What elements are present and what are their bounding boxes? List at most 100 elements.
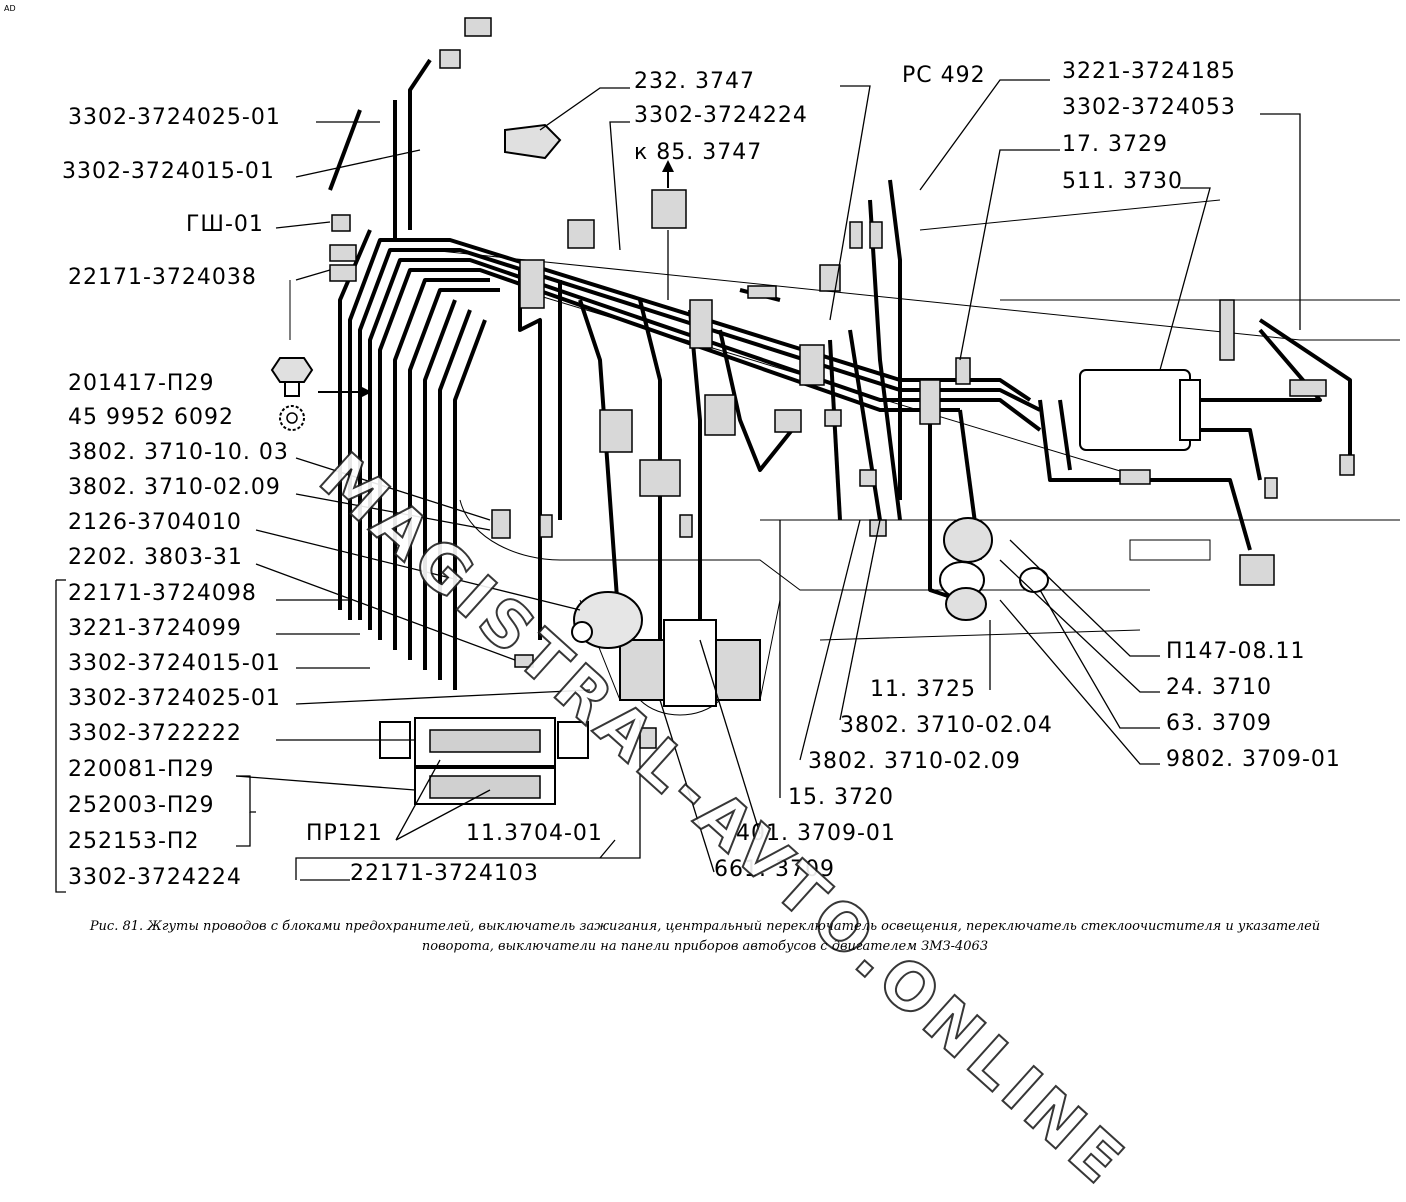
connector-24 xyxy=(651,189,687,229)
lamp-socket xyxy=(1019,567,1049,593)
label-gsh-01: ГШ-01 xyxy=(186,212,264,237)
leader-line-15 xyxy=(236,812,251,847)
connector-0 xyxy=(329,244,357,262)
wiper-motor xyxy=(1079,369,1191,451)
connector-22 xyxy=(955,357,971,385)
connector-6 xyxy=(514,654,534,668)
connector-19 xyxy=(1339,454,1355,476)
leader-line-18 xyxy=(295,720,641,880)
label-232-3747: 232. 3747 xyxy=(634,69,755,94)
label-3802-3710-02-09-bottom: 3802. 3710-02.09 xyxy=(808,749,1021,774)
leader-line-35 xyxy=(1260,113,1301,330)
leader-line-36 xyxy=(959,149,1060,361)
central-switch-body xyxy=(663,619,717,707)
label-201417-p29: 201417-П29 xyxy=(68,371,215,396)
connector-25 xyxy=(567,219,595,249)
connector-13 xyxy=(859,469,877,487)
label-3802-3710-02-09-left: 3802. 3710-02.09 xyxy=(68,475,281,500)
harness-wire-3 xyxy=(378,268,960,640)
leader-line-13 xyxy=(235,775,416,791)
label-2202-3803-31: 2202. 3803-31 xyxy=(68,545,243,570)
leader-line-16 xyxy=(55,580,66,893)
connector-32 xyxy=(439,49,461,69)
connector-2 xyxy=(331,214,351,232)
harness-wire-21 xyxy=(888,179,902,500)
connector-15 xyxy=(849,221,863,249)
label-22171-3724103: 22171-3724103 xyxy=(350,861,539,886)
leader-line-25 xyxy=(1039,589,1160,729)
label-3302-3724053: 3302-3724053 xyxy=(1062,95,1236,120)
label-3302-3724015-01-top: 3302-3724015-01 xyxy=(62,159,275,184)
leader-line-3 xyxy=(295,269,331,281)
wiring-harness-drawing xyxy=(55,17,1400,893)
harness-wire-8 xyxy=(453,319,487,690)
harness-wire-25 xyxy=(1058,399,1072,471)
label-3302-3724224-bottom: 3302-3724224 xyxy=(68,865,242,890)
leader-line-34 xyxy=(919,79,1050,191)
label-252003-p29: 252003-П29 xyxy=(68,793,215,818)
connector-12 xyxy=(824,409,842,427)
connector-21 xyxy=(1239,554,1275,586)
leader-line-32 xyxy=(659,699,715,873)
leader-line-1 xyxy=(295,149,421,178)
leader-line-6 xyxy=(255,529,581,611)
connector-27 xyxy=(1219,299,1235,361)
panel-outline-0 xyxy=(429,249,1400,341)
label-22171-3724098: 22171-3724098 xyxy=(68,581,257,606)
connector-18 xyxy=(1289,379,1327,397)
harness-wire-20 xyxy=(868,199,902,521)
harness-wire-12 xyxy=(518,270,542,640)
leader-line-29 xyxy=(799,519,861,761)
harness-wire-19 xyxy=(848,329,882,521)
label-17-3729: 17. 3729 xyxy=(1062,132,1168,157)
leader-line-33 xyxy=(829,85,871,321)
label-3302-3724025-01-bottom: 3302-3724025-01 xyxy=(68,686,281,711)
washer-hole xyxy=(286,412,298,424)
label-pc-492: PC 492 xyxy=(902,63,986,88)
panel-outline-5 xyxy=(1129,539,1211,561)
connector-8 xyxy=(639,459,681,497)
label-511-3730: 511. 3730 xyxy=(1062,169,1183,194)
harness-wire-17 xyxy=(718,329,802,472)
harness-wire-4 xyxy=(393,278,490,650)
label-401-3709-01: 401. 3709-01 xyxy=(736,821,896,846)
harness-wire-2 xyxy=(368,258,1042,630)
harness-wire-28 xyxy=(1200,328,1322,402)
wiper-motor-cap xyxy=(1179,379,1201,441)
ignition-key-slot xyxy=(571,621,593,643)
leader-line-22 xyxy=(599,839,616,859)
connector-5 xyxy=(491,509,511,539)
leader-line-26 xyxy=(999,599,1160,765)
connector-3 xyxy=(539,514,553,538)
label-pr121: ПР121 xyxy=(306,821,383,846)
harness-wire-1 xyxy=(358,248,1041,620)
connector-1 xyxy=(329,264,357,282)
leader-line-2 xyxy=(275,221,331,229)
leader-line-37 xyxy=(1159,187,1211,371)
leader-line-31 xyxy=(699,639,761,835)
harness-wire-0 xyxy=(348,238,1032,620)
bolt-arrow-head xyxy=(360,386,372,398)
label-9802-3709-01: 9802. 3709-01 xyxy=(1166,747,1341,772)
panel-outline-10 xyxy=(919,199,1221,231)
leader-line-11 xyxy=(295,689,591,705)
leader-line-23 xyxy=(1009,539,1160,657)
connector-33 xyxy=(464,17,492,37)
figure-caption-line-1: Рис. 81. Жгуты проводов с блоками предох… xyxy=(89,919,1321,934)
connector-20 xyxy=(1264,477,1278,499)
panel-outline-2 xyxy=(459,499,1150,591)
label-661-3709: 661. 3709 xyxy=(714,857,835,882)
label-3302-3724025-01-top: 3302-3724025-01 xyxy=(68,105,281,130)
leader-line-4 xyxy=(295,457,491,521)
bolt-head xyxy=(270,357,314,383)
gauge-socket-1 xyxy=(943,517,993,563)
harness-wire-14 xyxy=(578,299,622,641)
connector-16 xyxy=(869,221,883,249)
label-45-9952-6092: 45 9952 6092 xyxy=(68,405,234,430)
harness-wire-18 xyxy=(828,339,842,521)
label-22171-3724038: 22171-3724038 xyxy=(68,265,257,290)
harness-wire-16 xyxy=(688,309,702,640)
label-3302-3722222: 3302-3722222 xyxy=(68,721,242,746)
label-3802-3710-10-03: 3802. 3710-10. 03 xyxy=(68,440,289,465)
harness-wire-10 xyxy=(408,58,432,230)
